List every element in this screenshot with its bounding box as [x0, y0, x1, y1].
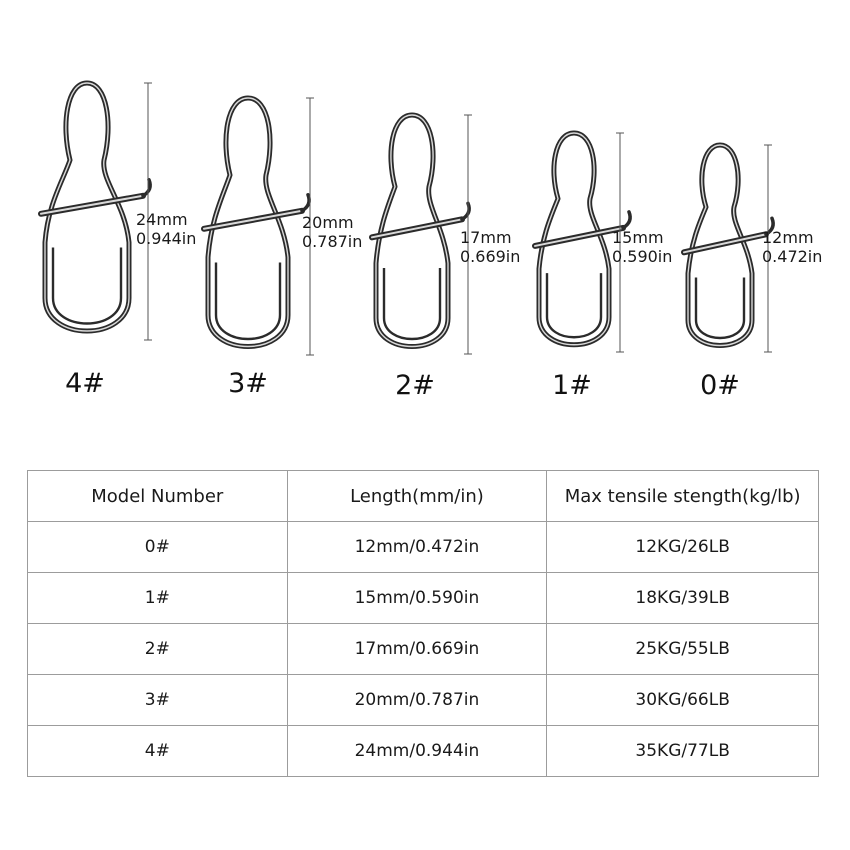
snap-1-hook: [621, 210, 632, 230]
cell-model: 0#: [27, 521, 288, 573]
snap-1-model-label: 1#: [552, 370, 592, 401]
table-header-row: Model Number Length(mm/in) Max tensile s…: [27, 470, 819, 522]
cell-model: 4#: [27, 725, 288, 777]
snap-1-inner-wire: [545, 273, 603, 339]
snap-2-inner-wire: [382, 267, 442, 341]
snap-3-hook: [300, 193, 311, 213]
snap-4-highlight: [44, 82, 130, 332]
spec-table: Model Number Length(mm/in) Max tensile s…: [27, 470, 819, 777]
snap-2-length-mm: 17mm: [460, 228, 512, 247]
cell-length: 20mm/0.787in: [286, 674, 548, 726]
cell-strength: 18KG/39LB: [546, 572, 819, 624]
snap-0-length-mm: 12mm: [762, 228, 814, 247]
table-row: 3# 20mm/0.787in 30KG/66LB: [27, 674, 819, 726]
cell-model: 3#: [27, 674, 288, 726]
snap-4-inner-wire: [51, 247, 123, 325]
snap-3-model-label: 3#: [228, 368, 268, 399]
cell-length: 17mm/0.669in: [286, 623, 548, 675]
header-max-tensile-strength: Max tensile stength(kg/lb): [546, 470, 819, 522]
header-model-number: Model Number: [27, 470, 288, 522]
cell-length: 24mm/0.944in: [286, 725, 548, 777]
snap-2-clasp-shine: [371, 218, 463, 239]
snap-4-length-mm: 24mm: [136, 210, 188, 229]
snap-1-clasp-shine: [534, 226, 624, 247]
cell-strength: 12KG/26LB: [546, 521, 819, 573]
cell-length: 15mm/0.590in: [286, 572, 548, 624]
snap-3-highlight: [207, 97, 289, 348]
header-length: Length(mm/in): [286, 470, 548, 522]
snap-1-dimension: 15mm 0.590in: [612, 228, 672, 266]
snap-4-length-in: 0.944in: [136, 229, 197, 248]
cell-strength: 35KG/77LB: [546, 725, 819, 777]
cell-strength: 30KG/66LB: [546, 674, 819, 726]
snap-1-highlight: [538, 132, 610, 346]
snap-0-length-in: 0.472in: [762, 247, 823, 266]
cell-strength: 25KG/55LB: [546, 623, 819, 675]
snap-0-model-label: 0#: [700, 370, 740, 401]
snap-3-inner-wire: [214, 262, 282, 341]
table-row: 1# 15mm/0.590in 18KG/39LB: [27, 572, 819, 624]
snap-4-hook: [141, 178, 152, 198]
snap-4-model-label: 4#: [65, 368, 105, 399]
cell-model: 2#: [27, 623, 288, 675]
snap-0-dimension: 12mm 0.472in: [762, 228, 822, 266]
snap-3-dimension: 20mm 0.787in: [302, 213, 362, 251]
snap-illustrations: [38, 80, 775, 356]
cell-model: 1#: [27, 572, 288, 624]
snap-1-length-mm: 15mm: [612, 228, 664, 247]
snap-0-highlight: [687, 144, 753, 347]
cell-length: 12mm/0.472in: [286, 521, 548, 573]
snap-3-length-in: 0.787in: [302, 232, 363, 251]
snap-4-clasp-shine: [40, 194, 144, 215]
snap-3-clasp-shine: [203, 209, 303, 230]
snap-0-inner-wire: [694, 277, 746, 340]
snap-0-clasp-shine: [683, 233, 767, 254]
table-row: 4# 24mm/0.944in 35KG/77LB: [27, 725, 819, 777]
snap-3-length-mm: 20mm: [302, 213, 354, 232]
snap-2-dimension: 17mm 0.669in: [460, 228, 520, 266]
snap-4-dimension: 24mm 0.944in: [136, 210, 196, 248]
table-row: 0# 12mm/0.472in 12KG/26LB: [27, 521, 819, 573]
table-row: 2# 17mm/0.669in 25KG/55LB: [27, 623, 819, 675]
snap-1-length-in: 0.590in: [612, 247, 673, 266]
snap-2-highlight: [375, 114, 449, 348]
snap-2-length-in: 0.669in: [460, 247, 521, 266]
snap-2-model-label: 2#: [395, 370, 435, 401]
snap-size-chart: 24mm 0.944in 4# 20mm 0.787in 3# 17mm 0.6…: [0, 0, 850, 420]
